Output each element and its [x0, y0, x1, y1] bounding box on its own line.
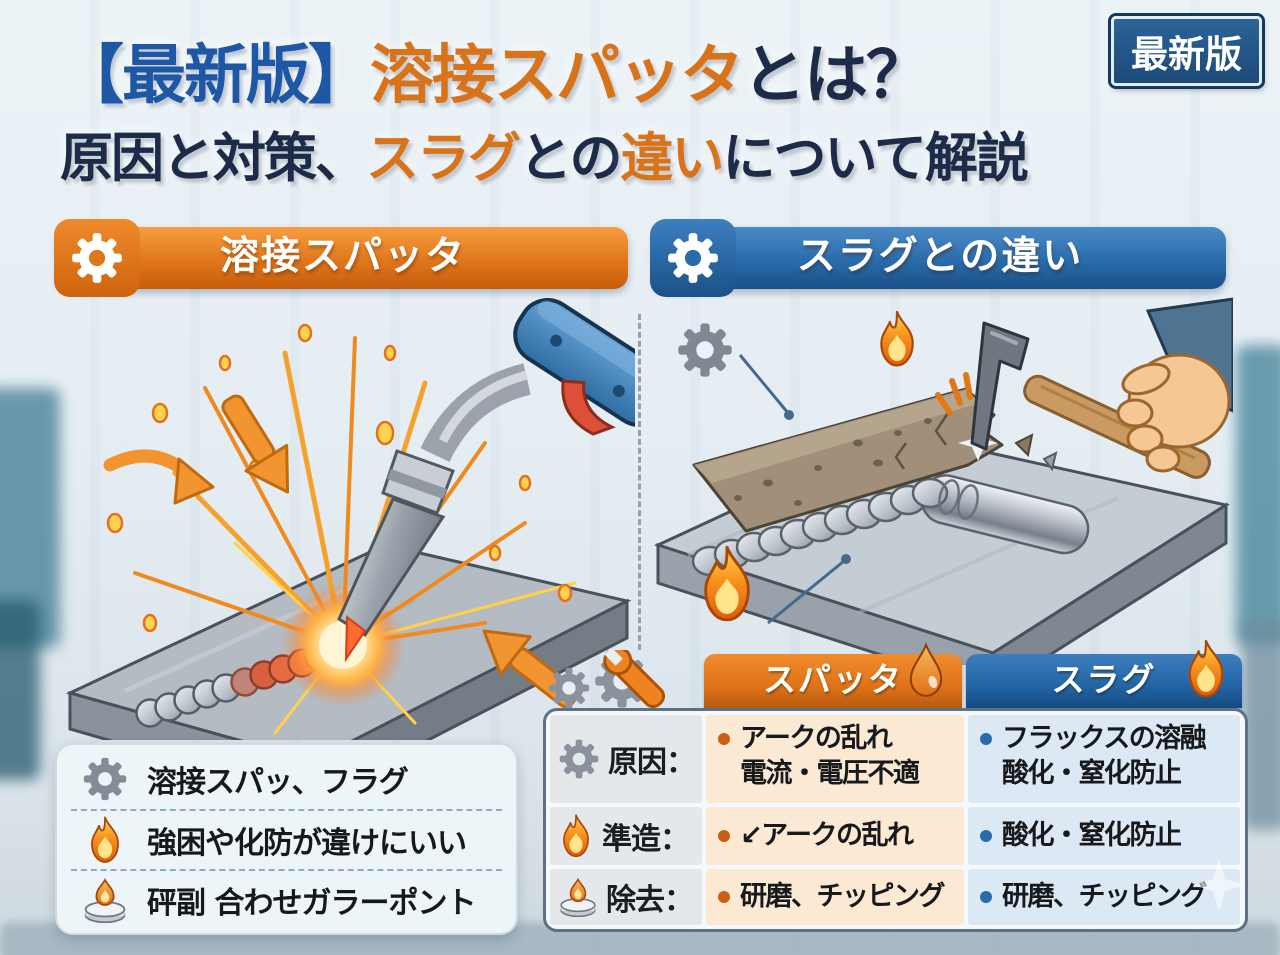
spatter-header-label: スパッタ [763, 660, 903, 699]
gear-callout [678, 323, 794, 420]
row-label: 原因： [608, 745, 696, 780]
torch-nozzle [337, 497, 446, 638]
cell-line: 電流・電圧不適 [740, 758, 920, 790]
title-bracket-latest: 【最新版】 [60, 39, 372, 113]
note-text: 強困や化防が違けにいい [147, 826, 467, 861]
row-label: 除去： [606, 883, 694, 918]
cell-line: フラックスの溶融 [1002, 723, 1207, 754]
arrow-down-icon [221, 394, 290, 494]
comparison-table: スパッタ スラグ 原因： アークの乱れ 電流・電圧不適 [543, 654, 1248, 932]
arrow-curved-icon [103, 449, 215, 505]
note-item-removal: 砰副 合わせガラーポント [71, 869, 502, 929]
left-panel-title: 溶接スパッタ [219, 234, 466, 279]
cell-slag-cause: フラックスの溶融 酸化・窒化防止 [968, 715, 1240, 803]
cell-slag-structure: 酸化・窒化防止 [968, 807, 1240, 865]
row-label-removal: 除去： [550, 869, 702, 925]
notes-card: 溶接スパッ、フラグ 強困や化防が違けにいい 砰副 合わせガラーポント [55, 743, 518, 935]
droplet-icon [904, 642, 948, 700]
background-machine-right-light [1242, 620, 1280, 830]
main-title-line2: 原因と対策、スラグとの違いについて解説 [60, 116, 1029, 192]
cell-slag-removal: 研磨、チッピング [968, 869, 1240, 925]
flame-icon [79, 815, 131, 865]
title-welding-spatter: 溶接スパッタ [370, 39, 744, 113]
bullet [718, 733, 730, 745]
row-label-structure: 準造： [550, 807, 702, 865]
subtitle-slag: スラグ [366, 128, 521, 189]
gears-wrench-icon [548, 650, 666, 709]
subtitle-difference: 違い [620, 128, 724, 189]
gear-icon [79, 756, 131, 802]
bullet [980, 830, 992, 842]
cell-line: ↙アークの乱れ [740, 820, 914, 852]
welding-spatter-illustration [65, 298, 635, 740]
worker-hand [1116, 297, 1233, 473]
bullet [718, 830, 730, 842]
cell-spatter-removal: 研磨、チッピング [706, 869, 964, 925]
subtitle-causes: 原因と対策、 [60, 128, 368, 189]
candle-icon [79, 877, 131, 923]
right-panel-header: スラグとの違い [650, 219, 1226, 297]
note-item-spatter: 溶接スパッ、フラグ [71, 749, 502, 809]
bullet [980, 733, 992, 745]
background-machine-right [1236, 345, 1280, 645]
candle-icon [558, 877, 598, 917]
gear-icon [678, 323, 732, 377]
slag-header-label: スラグ [1051, 660, 1157, 699]
welding-torch [337, 298, 635, 663]
flame-icon [1182, 638, 1230, 700]
impact-marks [935, 372, 973, 416]
comparison-table-body: 原因： アークの乱れ 電流・電圧不適 フラックスの溶融 酸化・窒化防止 準造： [543, 708, 1248, 932]
cell-line: アークの乱れ [740, 723, 893, 754]
cell-line: 研磨、チッピング [1002, 881, 1208, 913]
cell-spatter-cause: アークの乱れ 電流・電圧不適 [706, 715, 964, 803]
row-label-cause: 原因： [550, 715, 702, 803]
panel-divider [638, 314, 641, 650]
cell-spatter-structure: ↙アークの乱れ [706, 807, 964, 865]
background-machine-left-dark [0, 600, 40, 780]
note-text: 砰副 合わせガラーポント [147, 886, 476, 921]
slag-column-header: スラグ [966, 654, 1242, 708]
torch-trigger [561, 379, 616, 436]
note-item-cause: 強困や化防が違けにいい [71, 809, 502, 869]
gear-icon [558, 738, 600, 780]
torch-tip-glow [344, 614, 367, 663]
plate-callout [767, 554, 851, 625]
slag-chips [1014, 433, 1058, 472]
row-label: 準造： [602, 822, 690, 857]
weld-bead-shiny [691, 474, 1090, 577]
cell-line: 酸化・窒化防止 [1002, 758, 1182, 790]
note-text: 溶接スパッ、フラグ [147, 765, 409, 800]
subtitle-tono: との [519, 128, 622, 189]
gear-icon [650, 219, 736, 297]
flame-icon [880, 310, 914, 367]
main-title-line1: 【最新版】溶接スパッタとは？ [60, 24, 930, 116]
title-towa: とは？ [742, 39, 930, 113]
gear-icon [54, 219, 140, 297]
spatter-column-header: スパッタ [704, 654, 962, 708]
latest-version-badge: 最新版 [1111, 16, 1262, 86]
bullet [980, 891, 992, 903]
flame-icon [558, 813, 594, 859]
left-panel-header: 溶接スパッタ [54, 219, 628, 297]
cell-line: 酸化・窒化防止 [1002, 820, 1182, 852]
cell-line: 研磨、チッピング [740, 881, 946, 913]
slag-removal-illustration [653, 297, 1233, 665]
right-panel-title: スラグとの違い [796, 234, 1084, 279]
subtitle-explain: について解説 [722, 128, 1028, 189]
bullet [718, 891, 730, 903]
torch-handle [513, 298, 635, 436]
